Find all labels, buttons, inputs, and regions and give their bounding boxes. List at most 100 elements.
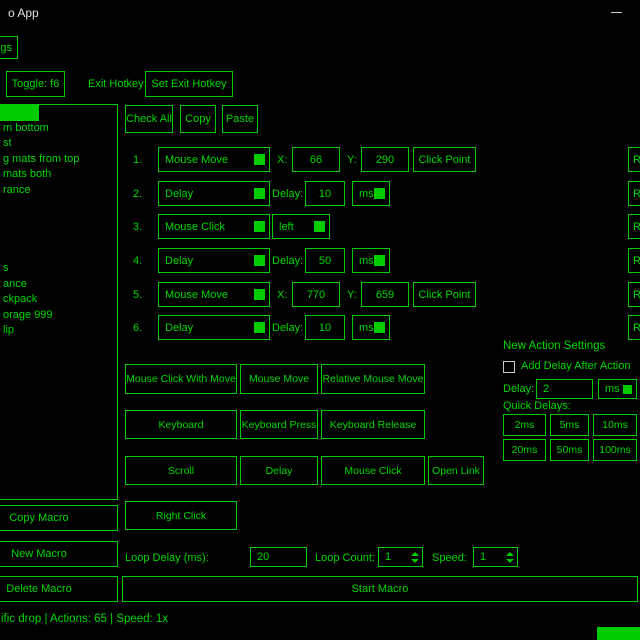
quick-delay-10ms-button[interactable]: 10ms <box>593 414 637 436</box>
add-keyboard-button[interactable]: Keyboard <box>125 410 237 439</box>
loop-delay-label: Loop Delay (ms): <box>125 551 209 564</box>
spinner-up-icon[interactable] <box>411 551 419 556</box>
delay-unit-dropdown[interactable]: ms <box>352 181 390 206</box>
copy-button[interactable]: Copy <box>180 105 216 133</box>
dropdown-box-icon <box>254 289 265 300</box>
delay-value: 10 <box>318 321 332 334</box>
delay-label: Delay: <box>272 254 304 267</box>
add-scroll-button[interactable]: Scroll <box>125 456 237 485</box>
macro-list-item[interactable]: s <box>3 261 9 274</box>
action-type-dropdown[interactable]: Delay <box>158 248 270 273</box>
action-row: 1. Mouse Move X: 66 Y: 290 Click Point R <box>0 147 640 172</box>
macro-list-item[interactable]: lip <box>3 324 15 337</box>
remove-action-button[interactable]: R <box>628 181 640 206</box>
macro-list-selected-item[interactable] <box>0 105 39 121</box>
add-delay-button[interactable]: Delay <box>240 456 318 485</box>
minimize-button[interactable] <box>592 0 640 25</box>
add-mouse-move-button[interactable]: Mouse Move <box>240 364 318 394</box>
spinner-arrows[interactable] <box>506 548 514 566</box>
spinner-up-icon[interactable] <box>506 551 514 556</box>
quick-delay-100ms-button[interactable]: 100ms <box>593 439 637 461</box>
delete-macro-button[interactable]: Delete Macro <box>0 576 118 602</box>
macro-list-item[interactable]: st <box>3 137 12 150</box>
macro-list-item[interactable]: ance <box>3 277 27 290</box>
macro-list: m bottom st g mats from top mats both ra… <box>0 104 118 500</box>
settings-delay-unit-value: ms <box>605 383 620 395</box>
quick-delay-5ms-button[interactable]: 5ms <box>550 414 589 436</box>
macro-list-item[interactable]: g mats from top <box>3 152 80 165</box>
add-mouse-click-with-move-button[interactable]: Mouse Click With Move <box>125 364 237 394</box>
click-point-button[interactable]: Click Point <box>413 282 476 307</box>
dropdown-box-icon <box>254 221 265 232</box>
delay-unit-dropdown[interactable]: ms <box>352 248 390 273</box>
y-value: 290 <box>375 153 395 166</box>
delay-label: Delay: <box>272 321 304 334</box>
macro-list-item[interactable]: ckpack <box>3 293 38 306</box>
settings-delay-label: Delay: <box>503 383 535 395</box>
click-point-button[interactable]: Click Point <box>413 147 476 172</box>
action-type-dropdown[interactable]: Mouse Move <box>158 147 270 172</box>
settings-delay-input[interactable]: 2 <box>536 379 593 399</box>
action-type-value: Delay <box>165 187 194 200</box>
add-keyboard-release-button[interactable]: Keyboard Release <box>321 410 425 439</box>
action-type-dropdown[interactable]: Mouse Move <box>158 282 270 307</box>
dropdown-box-icon <box>254 255 265 266</box>
quick-delays-label: Quick Delays: <box>503 400 571 412</box>
action-row: 2. Delay Delay: 10 ms R <box>0 181 640 206</box>
add-right-click-button[interactable]: Right Click <box>125 501 237 530</box>
macro-list-item[interactable]: mats both <box>3 168 52 181</box>
start-macro-button[interactable]: Start Macro <box>122 576 638 602</box>
action-type-dropdown[interactable]: Mouse Click <box>158 214 270 239</box>
action-row: 6. Delay Delay: 10 ms R <box>0 315 640 340</box>
toggle-hotkey-button[interactable]: Toggle: f6 <box>6 71 65 97</box>
loop-count-value: 1 <box>385 551 392 563</box>
remove-action-button[interactable]: R <box>628 147 640 172</box>
action-type-dropdown[interactable]: Delay <box>158 315 270 340</box>
speed-stepper[interactable]: 1 <box>473 547 518 567</box>
action-index-label: 6. <box>133 321 143 334</box>
action-index-label: 3. <box>133 220 143 233</box>
new-macro-button[interactable]: New Macro <box>0 541 118 567</box>
spinner-down-icon[interactable] <box>411 558 419 563</box>
quick-delay-20ms-button[interactable]: 20ms <box>503 439 546 461</box>
delay-unit-dropdown[interactable]: ms <box>352 315 390 340</box>
titlebar: o App <box>0 0 640 25</box>
delay-input[interactable]: 10 <box>305 315 345 340</box>
exit-hotkey-label: Exit Hotkey: <box>88 78 147 90</box>
add-mouse-click-button[interactable]: Mouse Click <box>321 456 425 485</box>
add-open-link-button[interactable]: Open Link <box>428 456 484 485</box>
spinner-arrows[interactable] <box>411 548 419 566</box>
y-coordinate-input[interactable]: 290 <box>361 147 409 172</box>
action-type-value: Mouse Move <box>165 153 228 166</box>
paste-button[interactable]: Paste <box>222 105 258 133</box>
delay-input[interactable]: 50 <box>305 248 345 273</box>
loop-delay-input[interactable]: 20 <box>250 547 307 567</box>
action-type-value: Delay <box>165 254 194 267</box>
loop-count-stepper[interactable]: 1 <box>378 547 423 567</box>
delay-value: 50 <box>318 254 332 267</box>
add-relative-mouse-move-button[interactable]: Relative Mouse Move <box>321 364 425 394</box>
x-coordinate-input[interactable]: 66 <box>292 147 340 172</box>
action-type-dropdown[interactable]: Delay <box>158 181 270 206</box>
check-all-button[interactable]: Check All <box>125 105 173 133</box>
spinner-down-icon[interactable] <box>506 558 514 563</box>
remove-action-button[interactable]: R <box>628 315 640 340</box>
remove-action-button[interactable]: R <box>628 214 640 239</box>
macro-list-item[interactable]: m bottom <box>3 121 49 134</box>
quick-delay-2ms-button[interactable]: 2ms <box>503 414 546 436</box>
y-coordinate-input[interactable]: 659 <box>361 282 409 307</box>
tab-settings[interactable]: gs <box>0 36 18 59</box>
add-delay-checkbox[interactable] <box>503 361 515 373</box>
add-keyboard-press-button[interactable]: Keyboard Press <box>240 410 318 439</box>
delay-input[interactable]: 10 <box>305 181 345 206</box>
x-coordinate-input[interactable]: 770 <box>292 282 340 307</box>
macro-list-item[interactable]: orage 999 <box>3 308 53 321</box>
remove-action-button[interactable]: R <box>628 282 640 307</box>
copy-macro-button[interactable]: Copy Macro <box>0 505 118 531</box>
mouse-button-dropdown[interactable]: left <box>272 214 330 239</box>
set-exit-hotkey-button[interactable]: Set Exit Hotkey <box>145 71 233 97</box>
settings-delay-unit-dropdown[interactable]: ms <box>598 379 637 399</box>
macro-list-item[interactable]: rance <box>3 183 31 196</box>
remove-action-button[interactable]: R <box>628 248 640 273</box>
quick-delay-50ms-button[interactable]: 50ms <box>550 439 589 461</box>
